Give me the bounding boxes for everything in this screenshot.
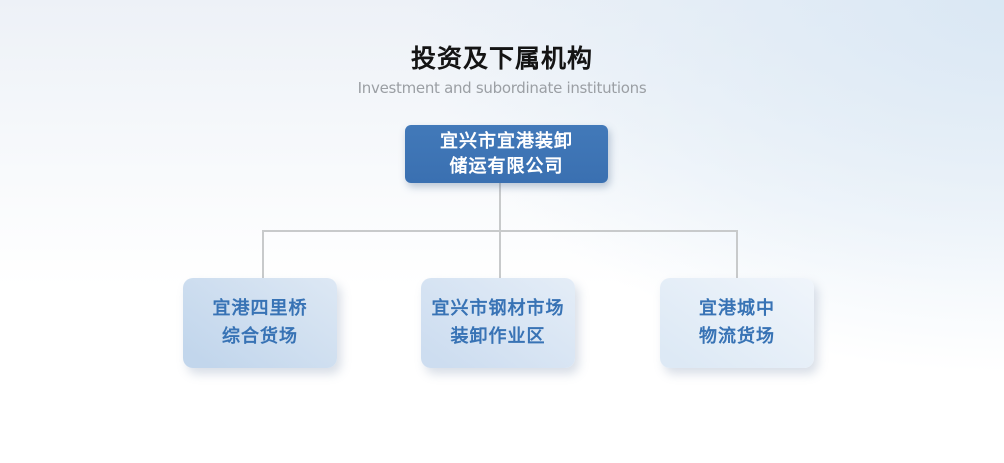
org-box-child-sigiaoqiao-yard: 宜港四里桥 综合货场 xyxy=(183,278,337,368)
org-box-root-line1: 宜兴市宜港装卸 xyxy=(440,131,573,152)
page-subtitle: Investment and subordinate institutions xyxy=(357,79,647,97)
connector-middle-vertical xyxy=(499,231,501,278)
connector-left-vertical xyxy=(262,231,264,278)
section-header: 投资及下属机构 Investment and subordinate insti… xyxy=(0,44,1004,97)
org-box-child-line1: 宜兴市钢材市场 xyxy=(431,298,565,319)
org-box-child-steel-market-area: 宜兴市钢材市场 装卸作业区 xyxy=(421,278,575,368)
org-box-child-line1: 宜港城中 xyxy=(699,298,775,319)
org-box-root: 宜兴市宜港装卸 储运有限公司 xyxy=(405,125,608,183)
org-box-child-line2: 物流货场 xyxy=(699,326,775,347)
connector-right-vertical xyxy=(736,231,738,278)
org-box-root-line2: 储运有限公司 xyxy=(449,156,564,177)
org-box-child-line2: 综合货场 xyxy=(222,326,298,347)
connector-root-vertical xyxy=(499,182,501,232)
org-box-child-line2: 装卸作业区 xyxy=(450,326,546,347)
org-box-child-line1: 宜港四里桥 xyxy=(212,298,308,319)
org-box-child-chengzhong-logistics-yard: 宜港城中 物流货场 xyxy=(660,278,814,368)
page-title: 投资及下属机构 xyxy=(410,44,593,73)
